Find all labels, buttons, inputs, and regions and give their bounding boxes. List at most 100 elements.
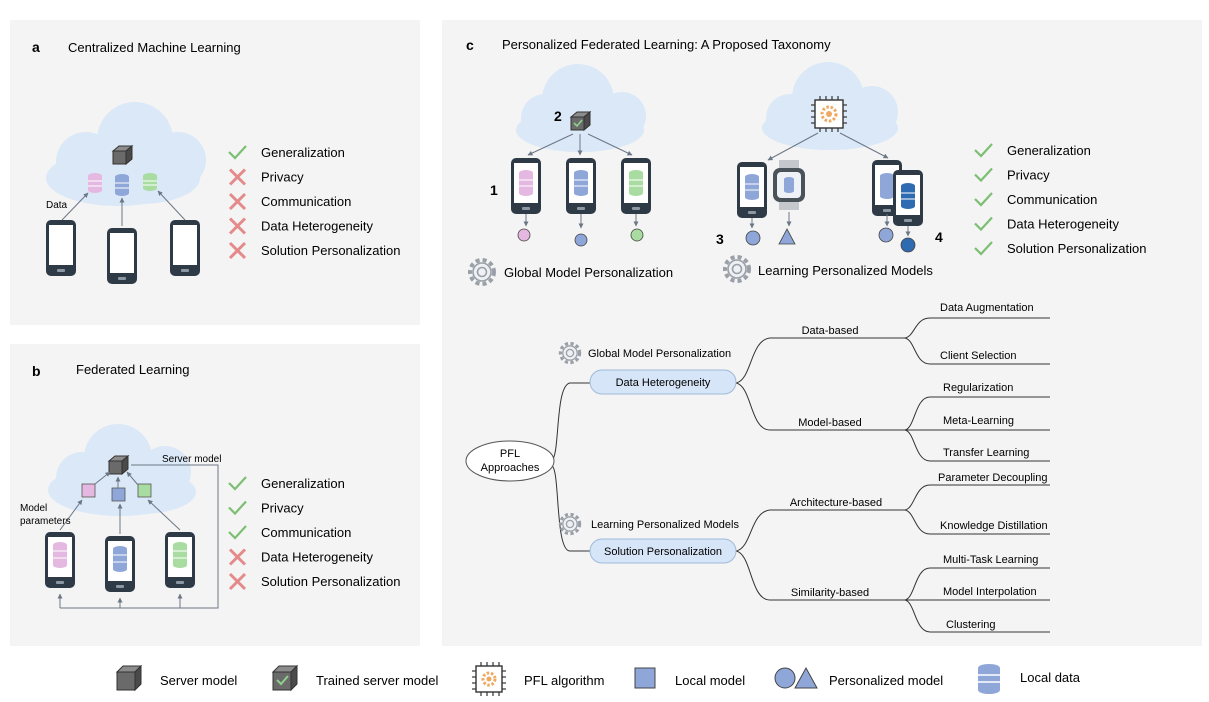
panel-b-letter: b — [32, 363, 41, 379]
panel-c-letter: c — [466, 37, 474, 53]
pfl-algorithm-chip-icon — [811, 96, 847, 132]
pill-label: Solution Personalization — [604, 546, 722, 558]
database-icon — [143, 173, 157, 191]
property-label: Generalization — [261, 476, 345, 491]
phone-icon — [107, 228, 137, 284]
data-label: Data — [46, 200, 68, 211]
checkmark-icon — [974, 192, 993, 207]
database-icon — [880, 173, 894, 199]
legend-label: Trained server model — [316, 673, 438, 688]
data-heterogeneity-pill — [589, 369, 737, 395]
personalized-model-circle-icon — [745, 230, 761, 246]
strategy-learning-label: Learning Personalized Models — [758, 263, 933, 278]
panel-b-title: Federated Learning — [76, 362, 189, 377]
leaf-label: Model Interpolation — [943, 586, 1037, 598]
taxonomy-tree — [551, 317, 1050, 633]
property-label: Privacy — [261, 501, 304, 516]
property-label: Generalization — [1007, 143, 1091, 158]
database-icon — [53, 542, 67, 568]
legend-label: Personalized model — [829, 673, 943, 688]
property-label: Data Heterogeneity — [261, 550, 374, 565]
leaf-label: Data Augmentation — [940, 302, 1034, 314]
cloud-icon — [516, 64, 646, 152]
legend-label: Local model — [675, 673, 745, 688]
personalized-model-triangle-icon — [794, 666, 818, 689]
leaf-label: Multi-Task Learning — [943, 554, 1038, 566]
leaf-label: Regularization — [943, 382, 1013, 394]
cross-icon — [228, 192, 247, 211]
strategy-global-label: Global Model Personalization — [504, 265, 673, 280]
step-number-1: 1 — [490, 182, 498, 198]
database-icon — [113, 546, 127, 572]
database-icon — [519, 170, 533, 196]
leaf-label: Knowledge Distillation — [940, 520, 1048, 532]
root-label: Approaches — [481, 462, 540, 474]
server-model-label: Server model — [162, 454, 221, 465]
cross-icon — [228, 168, 247, 186]
property-label: Privacy — [1007, 168, 1050, 183]
legend: Server model Trained server model PFL al… — [115, 662, 1081, 696]
property-label: Privacy — [261, 170, 304, 185]
database-icon — [574, 170, 588, 196]
checkmark-icon — [228, 145, 247, 160]
database-icon — [629, 170, 643, 196]
database-icon — [88, 173, 102, 193]
step-number-2: 2 — [554, 108, 562, 124]
personalized-model-circle-icon — [630, 228, 644, 242]
legend-label: PFL algorithm — [524, 673, 604, 688]
checkmark-icon — [228, 476, 247, 491]
personalized-model-triangle-icon — [778, 228, 796, 245]
step-number-4: 4 — [935, 229, 943, 245]
branch-1-strategy-label: Global Model Personalization — [588, 348, 731, 360]
panel-c-title: Personalized Federated Learning: A Propo… — [502, 37, 831, 52]
server-model-cube-icon — [108, 455, 129, 475]
checkmark-icon — [974, 143, 993, 158]
trained-server-model-cube-icon — [271, 664, 299, 692]
checkmark-icon — [974, 241, 993, 256]
checkmark-icon — [228, 500, 247, 516]
personalized-model-circle-icon — [878, 227, 894, 243]
property-label: Solution Personalization — [261, 574, 400, 589]
server-model-cube-icon — [112, 145, 133, 165]
leaf-label: Transfer Learning — [943, 447, 1029, 459]
panel-a-title: Centralized Machine Learning — [68, 40, 241, 55]
leaf-label: Parameter Decoupling — [938, 472, 1047, 484]
phone-icon — [170, 220, 200, 276]
local-model-square-icon — [634, 667, 656, 689]
leaf-label: Client Selection — [940, 350, 1016, 362]
smartwatch-icon — [773, 160, 805, 210]
step-number-3: 3 — [716, 231, 724, 247]
property-label: Communication — [261, 525, 351, 540]
checkmark-icon — [228, 525, 247, 540]
cloud-icon — [762, 62, 898, 150]
checkmark-icon — [974, 167, 993, 183]
model-parameters-label: parameters — [20, 516, 71, 527]
cross-icon — [228, 572, 247, 591]
local-data-database-icon — [978, 664, 1000, 694]
property-label: Data Heterogeneity — [1007, 217, 1120, 232]
property-label: Solution Personalization — [261, 243, 400, 258]
local-model-square-icon — [137, 483, 152, 498]
database-icon — [901, 183, 915, 209]
root-node — [465, 440, 555, 482]
leaf-label: Clustering — [946, 619, 996, 631]
pfl-algorithm-chip-icon — [472, 662, 506, 696]
leaf-label: Meta-Learning — [943, 415, 1014, 427]
local-model-square-icon — [111, 487, 126, 502]
personalized-model-circle-icon — [574, 233, 588, 247]
personalized-model-circle-icon — [774, 667, 796, 689]
cross-icon — [228, 217, 247, 235]
database-icon — [173, 542, 187, 568]
group-label: Similarity-based — [791, 587, 869, 599]
solution-personalization-pill — [589, 538, 737, 564]
panel-a-letter: a — [32, 39, 40, 55]
cross-icon — [228, 548, 247, 566]
legend-label: Local data — [1020, 670, 1081, 685]
phone-icon — [46, 220, 76, 276]
property-label: Data Heterogeneity — [261, 219, 374, 234]
property-label: Communication — [261, 194, 351, 209]
